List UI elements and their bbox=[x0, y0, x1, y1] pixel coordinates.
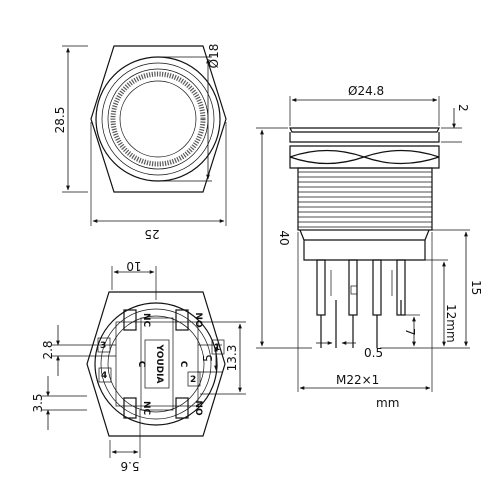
bezel-inner bbox=[101, 62, 215, 176]
terminal-number: 2 bbox=[190, 375, 196, 385]
unit-label: mm bbox=[376, 396, 399, 410]
terminal-label: NC bbox=[141, 313, 151, 328]
dim-total-label: 40 bbox=[277, 230, 291, 245]
dim-top-label: 10 bbox=[126, 259, 141, 273]
dim-head-label: 2 bbox=[456, 104, 470, 112]
dim-bottom-label: 5.6 bbox=[120, 459, 139, 473]
terminal-label: C bbox=[136, 361, 146, 368]
terminal-tab bbox=[123, 309, 137, 331]
dim-left-a-label: 2.8 bbox=[41, 340, 55, 359]
ring-inner-edge bbox=[119, 80, 197, 158]
terminal-number: 3 bbox=[100, 341, 106, 351]
head-outline bbox=[289, 127, 440, 143]
dim-pin-thk-label: 0.5 bbox=[364, 346, 383, 360]
dim-pins-label: 15 bbox=[469, 280, 483, 295]
terminal-pad bbox=[211, 339, 225, 355]
ring-outer-edge bbox=[107, 68, 209, 170]
terminal-pad bbox=[98, 367, 112, 383]
led-ring bbox=[110, 71, 206, 167]
terminal-tab bbox=[123, 397, 137, 419]
terminal-label: C bbox=[178, 361, 188, 368]
bottom-hex-outline bbox=[86, 291, 226, 437]
terminal-label: NO bbox=[193, 400, 203, 416]
dim-width-label: 25 bbox=[144, 227, 159, 241]
hex-nut-outline bbox=[90, 45, 227, 193]
bottom-bezel-inner bbox=[100, 308, 212, 420]
side-view: Ø24.8 2 40 15 12mm 7 0.5 M22×1 mm bbox=[256, 84, 483, 410]
terminal-number: 1 bbox=[214, 343, 220, 353]
thread-body bbox=[297, 167, 433, 231]
terminal-label: NO bbox=[193, 312, 203, 328]
dim-left-b-label: 3.5 bbox=[31, 393, 45, 412]
terminal-number: 4 bbox=[101, 371, 107, 381]
dim-ring-label: Ø18 bbox=[207, 44, 221, 69]
dim-dia-label: Ø24.8 bbox=[348, 84, 384, 98]
dim-right-b-label: 13.3 bbox=[225, 345, 239, 372]
terminal-pins bbox=[316, 259, 406, 348]
terminal-label: NC bbox=[141, 401, 151, 416]
chip-label: YOUDIA bbox=[154, 344, 164, 384]
terminal-tab bbox=[175, 397, 189, 419]
terminal-pad bbox=[187, 371, 201, 387]
dim-pin-len-label: 12mm bbox=[444, 304, 458, 343]
terminal-tab bbox=[175, 309, 189, 331]
dim-thread-label: M22×1 bbox=[336, 373, 379, 387]
dim-pin-gap-label: 7 bbox=[403, 328, 417, 336]
housing-base bbox=[299, 229, 430, 261]
dim-height-label: 28.5 bbox=[53, 107, 67, 134]
terminal-block bbox=[115, 317, 199, 411]
nut-profile bbox=[289, 145, 440, 169]
top-view: 28.5 25 Ø18 bbox=[53, 44, 227, 241]
dim-right-a-label: 5 bbox=[201, 354, 215, 362]
